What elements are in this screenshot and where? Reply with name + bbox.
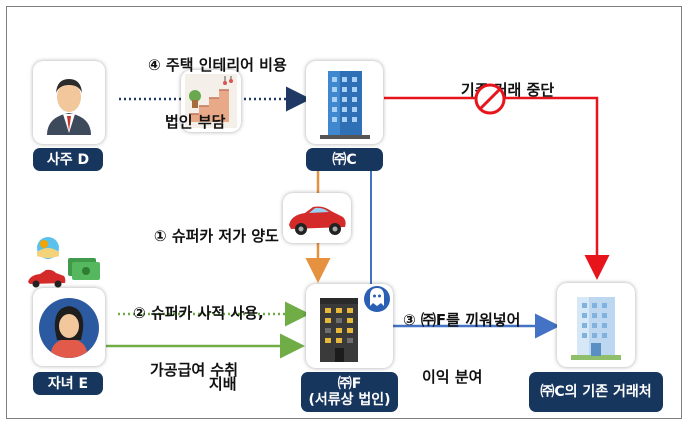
businessman-icon: [47, 79, 91, 135]
red-arrow-stop-trade: [384, 96, 610, 280]
company-f-label: ㈜F (서류상 법인): [301, 372, 398, 412]
company-f-card: [306, 284, 393, 368]
staircase-interior-icon: [185, 74, 237, 128]
partner-card: [557, 283, 635, 367]
owner-d-card: [33, 61, 105, 144]
child-e-label: 자녀 E: [33, 372, 103, 395]
sports-car-icon: [289, 206, 346, 235]
car-transfer-label: ① 슈퍼카 저가 양도: [153, 227, 279, 245]
profit-split-label: ③ ㈜F를 끼워넣어 이익 분여: [403, 311, 521, 386]
diagram-frame: [6, 6, 682, 419]
interior-card: [181, 70, 241, 132]
control-label: 지배: [208, 375, 237, 393]
child-e-card: [33, 288, 105, 366]
partner-label: ㈜C의 기존 거래처: [529, 372, 663, 412]
office-building-icon: [320, 71, 370, 139]
dark-building-icon: [320, 298, 358, 362]
company-c-label: ㈜C: [306, 148, 383, 171]
woman-avatar-icon: [39, 298, 99, 358]
owner-d-label: 사주 D: [33, 148, 103, 171]
car-private-label: ② 슈퍼카 사적 사용, 가공급여 수취: [133, 304, 264, 379]
stop-trade-label: 기존 거래 중단: [460, 81, 555, 99]
company-c-card: [306, 61, 383, 144]
car-card: [283, 193, 351, 243]
interior-label: ④ 주택 인테리어 비용 법인 부담: [148, 56, 287, 131]
light-building-icon: [571, 297, 621, 360]
